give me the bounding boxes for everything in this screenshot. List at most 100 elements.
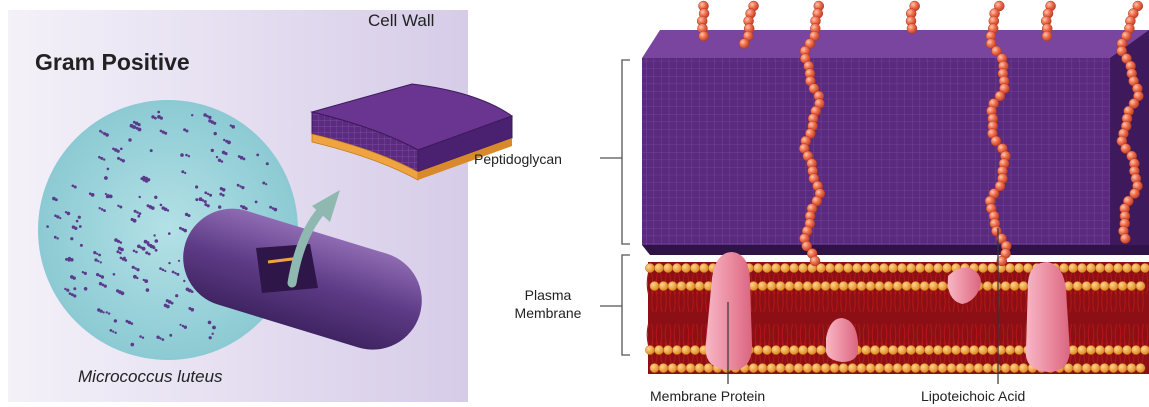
phospholipid-head — [879, 263, 888, 272]
phospholipid-head — [992, 281, 1001, 290]
bacterium-dot — [101, 131, 103, 133]
phospholipid-head — [798, 263, 807, 272]
bacterium-dot — [80, 244, 83, 247]
phospholipid-head — [911, 281, 920, 290]
phospholipid-head — [821, 363, 830, 372]
phospholipid-head — [762, 345, 771, 354]
phospholipid-head — [1091, 363, 1100, 372]
phospholipid-head — [780, 263, 789, 272]
bacterium-dot — [174, 272, 176, 274]
bacterium-dot — [120, 241, 123, 244]
phospholipid-head — [1019, 281, 1028, 290]
phospholipid-head — [758, 363, 767, 372]
phospholipid-head — [987, 263, 996, 272]
phospholipid-head — [866, 281, 875, 290]
phospholipid-head — [992, 363, 1001, 372]
bacterium-dot — [131, 322, 134, 325]
phospholipid-head — [884, 363, 893, 372]
bacterium-dot — [70, 258, 74, 262]
phospholipid-head — [983, 281, 992, 290]
phospholipid-head — [956, 363, 965, 372]
peptidoglycan-bottom-shadow — [642, 245, 1149, 255]
bacterium-dot — [241, 186, 244, 189]
bacterium-dot — [108, 312, 110, 314]
phospholipid-head — [1127, 281, 1136, 290]
bacterium-dot — [185, 154, 188, 157]
bacterium-dot — [265, 183, 267, 185]
bacterium-dot — [74, 227, 77, 230]
bacterium-dot — [99, 207, 101, 209]
phospholipid-head — [1077, 345, 1086, 354]
phospholipid-head — [686, 281, 695, 290]
bacterium-dot — [148, 253, 151, 256]
bacterium-dot — [159, 267, 162, 270]
bacterium-dot — [66, 289, 69, 292]
phospholipid-head — [906, 345, 915, 354]
bacterium-dot — [274, 208, 278, 212]
phospholipid-head — [924, 345, 933, 354]
phospholipid-head — [848, 281, 857, 290]
phospholipid-head — [812, 363, 821, 372]
bacterium-dot — [209, 336, 212, 339]
bacterium-dot — [231, 125, 235, 129]
phospholipid-head — [1109, 281, 1118, 290]
phospholipid-head — [1086, 345, 1095, 354]
phospholipid-head — [771, 263, 780, 272]
bacterium-dot — [82, 271, 84, 273]
bacterium-dot — [202, 199, 205, 202]
peptidoglycan-bracket — [600, 60, 630, 244]
phospholipid-head — [888, 263, 897, 272]
bacterium-dot — [103, 209, 106, 212]
lipoteichoic-bead — [699, 31, 709, 41]
phospholipid-head — [1010, 363, 1019, 372]
bacterium-dot — [227, 141, 231, 145]
phospholipid-head — [663, 263, 672, 272]
bacterium-dot — [186, 130, 189, 133]
bacterium-dot — [155, 249, 158, 252]
phospholipid-head — [1140, 263, 1149, 272]
phospholipid-head — [875, 281, 884, 290]
bacterium-dot — [188, 214, 191, 217]
phospholipid-head — [1104, 263, 1113, 272]
phospholipid-head — [690, 263, 699, 272]
peptidoglycan-front — [642, 58, 1110, 245]
bacterium-dot — [179, 324, 181, 326]
phospholipid-head — [1073, 363, 1082, 372]
phospholipid-head — [960, 345, 969, 354]
bacterium-dot — [117, 205, 119, 207]
phospholipid-head — [1077, 263, 1086, 272]
bacterium-dot — [175, 294, 178, 297]
bacterium-dot — [54, 236, 57, 239]
bacterium-dot — [94, 258, 97, 261]
bacterium-dot — [106, 311, 108, 313]
phospholipid-head — [1082, 281, 1091, 290]
bacterium-dot — [119, 252, 122, 255]
bacterium-dot — [150, 149, 153, 152]
bacterium-dot — [117, 157, 120, 160]
phospholipid-head — [789, 263, 798, 272]
bacterium-dot — [120, 148, 123, 151]
phospholipid-head — [789, 345, 798, 354]
phospholipid-head — [690, 345, 699, 354]
phospholipid-head — [861, 345, 870, 354]
bacterium-dot — [159, 337, 161, 339]
bacterium-dot — [93, 251, 96, 254]
bacterium-dot — [153, 234, 155, 236]
gram-positive-title: Gram Positive — [35, 49, 190, 75]
phospholipid-head — [834, 263, 843, 272]
phospholipid-head — [830, 281, 839, 290]
phospholipid-head — [897, 263, 906, 272]
phospholipid-head — [839, 363, 848, 372]
phospholipid-head — [987, 345, 996, 354]
phospholipid-head — [848, 363, 857, 372]
bacterium-dot — [155, 239, 159, 243]
bacterium-dot — [262, 182, 265, 185]
bacterium-dot — [131, 343, 135, 347]
bacterium-dot — [64, 288, 66, 290]
phospholipid-head — [915, 263, 924, 272]
phospholipid-head — [1095, 345, 1104, 354]
phospholipid-head — [1136, 363, 1145, 372]
bacterium-dot — [139, 196, 141, 198]
bacterium-dot — [245, 207, 248, 210]
